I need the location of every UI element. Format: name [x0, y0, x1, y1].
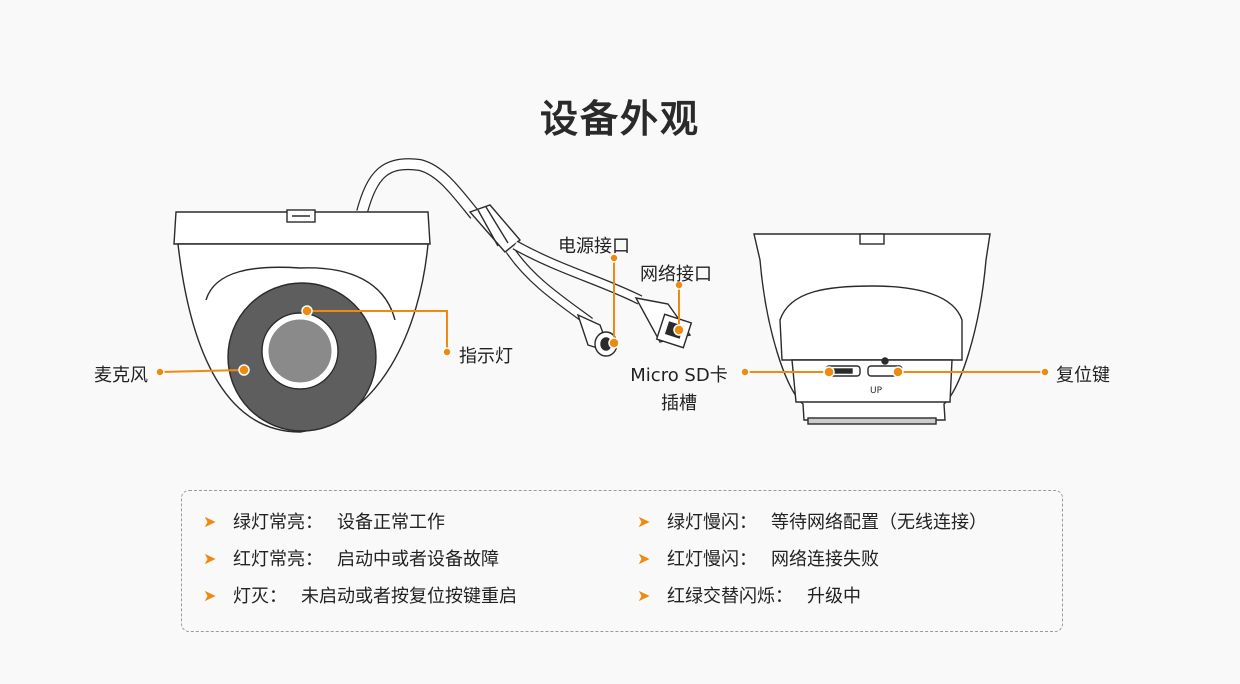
arrow-right-icon: ➤ — [637, 548, 651, 568]
label-sd-slot-line1: Micro SD卡 — [630, 365, 728, 386]
label-indicator: 指示灯 — [459, 346, 513, 367]
back-camera: UP — [753, 233, 991, 425]
legend-item: ➤ 红绿交替闪烁： 升级中 — [637, 582, 861, 608]
svg-text:UP: UP — [870, 386, 883, 396]
legend-key: 红绿交替闪烁： — [667, 586, 793, 607]
callout-dots — [155, 253, 1050, 378]
front-camera — [173, 158, 480, 433]
legend-key: 红灯慢闪： — [667, 549, 757, 570]
legend-item: ➤ 绿灯慢闪： 等待网络配置（无线连接） — [637, 508, 987, 534]
page-title: 设备外观 — [539, 97, 700, 141]
legend-desc: 设备正常工作 — [337, 512, 445, 533]
label-sd-slot: Micro SD卡 插槽 — [615, 361, 743, 415]
legend-desc: 升级中 — [807, 586, 861, 607]
arrow-right-icon: ➤ — [203, 511, 217, 531]
legend-item: ➤ 红灯慢闪： 网络连接失败 — [637, 545, 879, 571]
arrow-right-icon: ➤ — [637, 511, 651, 531]
legend-key: 绿灯常亮： — [233, 512, 323, 533]
legend-key: 灯灭： — [233, 586, 287, 607]
legend-desc: 未启动或者按复位按键重启 — [301, 586, 517, 607]
label-microphone: 麦克风 — [94, 365, 148, 386]
legend-item: ➤ 红灯常亮： 启动中或者设备故障 — [203, 545, 499, 571]
legend-desc: 等待网络配置（无线连接） — [771, 512, 987, 533]
legend-item: ➤ 灯灭： 未启动或者按复位按键重启 — [203, 582, 517, 608]
callout-lines — [159, 258, 1045, 373]
legend-key: 红灯常亮： — [233, 549, 323, 570]
legend-item: ➤ 绿灯常亮： 设备正常工作 — [203, 508, 445, 534]
arrow-right-icon: ➤ — [203, 548, 217, 568]
legend-desc: 启动中或者设备故障 — [337, 549, 499, 570]
legend-desc: 网络连接失败 — [771, 549, 879, 570]
label-reset: 复位键 — [1056, 365, 1110, 386]
arrow-right-icon: ➤ — [637, 585, 651, 605]
label-power-port: 电源接口 — [558, 236, 630, 257]
arrow-right-icon: ➤ — [203, 585, 217, 605]
label-sd-slot-line2: 插槽 — [661, 393, 697, 414]
label-network-port: 网络接口 — [640, 264, 712, 285]
legend-key: 绿灯慢闪： — [667, 512, 757, 533]
indicator-legend — [181, 490, 1063, 632]
